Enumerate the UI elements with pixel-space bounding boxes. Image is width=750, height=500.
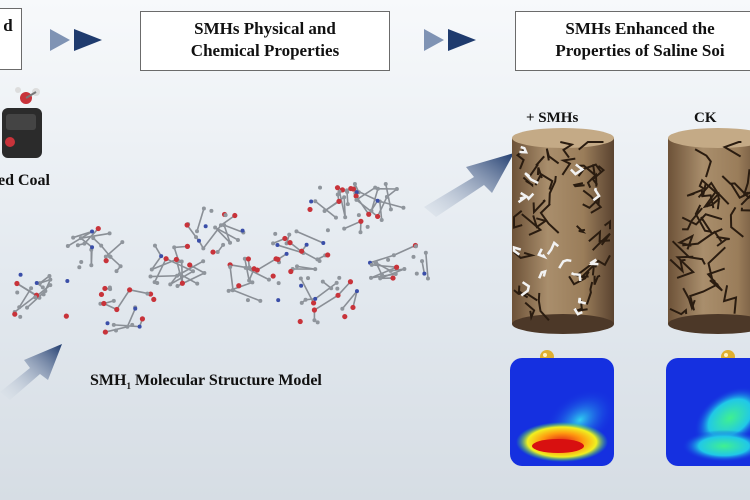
treated-column-label: + SMHs	[526, 110, 579, 126]
large-arrow-icon	[0, 344, 62, 400]
box-left-text: d	[3, 16, 13, 35]
box-right: SMHs Enhanced the Properties of Saline S…	[515, 11, 750, 71]
box-middle-line1: SMHs Physical and	[194, 19, 336, 38]
molecule-caption-suffix: Molecular Structure Model	[130, 372, 322, 389]
box-right-line1: SMHs Enhanced the	[565, 19, 715, 38]
box-right-line2: Properties of Saline Soi	[555, 41, 725, 60]
large-arrow-icon	[424, 153, 514, 217]
molecule-caption: SMH1 Molecular Structure Model	[90, 372, 322, 391]
box-middle: SMHs Physical and Chemical Properties	[140, 11, 390, 71]
control-column-label: CK	[694, 110, 717, 126]
box-middle-line2: Chemical Properties	[190, 41, 340, 60]
molecule-model	[12, 181, 430, 335]
molecule-caption-subscript: 1	[126, 381, 131, 392]
molecule-caption-prefix: SMH	[90, 372, 127, 389]
chevron-arrow-icon	[424, 29, 476, 51]
heatmap-treated	[510, 358, 614, 466]
heatmap-control	[666, 358, 750, 466]
soil-column-treated	[512, 128, 614, 334]
soil-column-control	[668, 128, 750, 334]
chevron-arrow-icon	[50, 29, 102, 51]
coal-sample-icon	[2, 87, 42, 158]
coal-label: ed Coal	[0, 172, 50, 189]
box-left: d	[0, 8, 22, 70]
